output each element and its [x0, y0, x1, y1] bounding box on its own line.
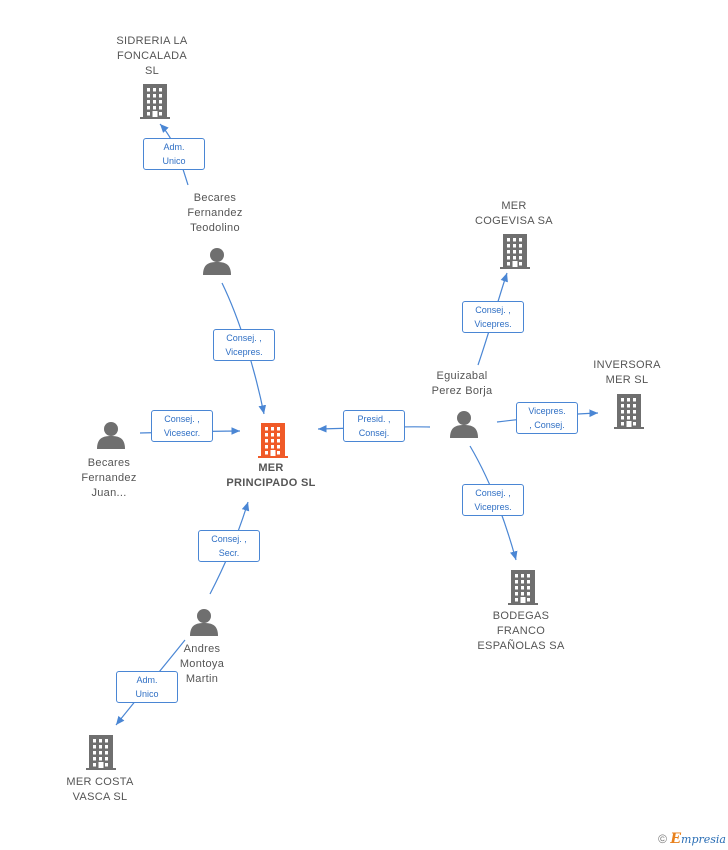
building-icon[interactable] — [508, 570, 538, 605]
footer-brand[interactable]: © Empresia — [658, 831, 726, 847]
edge-label-line: Vicesecr. — [163, 428, 201, 438]
edge-label-line: Consej. , — [475, 305, 511, 315]
node-label-line: SIDRERIA LA — [116, 35, 188, 47]
node-label-line: FRANCO — [496, 625, 546, 637]
building-icon[interactable] — [500, 234, 530, 269]
building-icon[interactable] — [86, 735, 116, 770]
edge-label-line: Consej. , — [211, 534, 247, 544]
edge-label-eguizabal-to-bodegas[interactable]: Consej. , Vicepres. — [462, 484, 524, 516]
node-label-line: Montoya — [179, 658, 225, 670]
node-label-line: PRINCIPADO SL — [226, 477, 316, 489]
edge-label-becares-teodolino-to-mer-principado[interactable]: Consej. , Vicepres. — [213, 329, 275, 361]
copyright-symbol: © — [658, 832, 668, 846]
edge-label-becares-juan-to-mer-principado[interactable]: Consej. , Vicesecr. — [151, 410, 213, 442]
person-icon[interactable] — [190, 609, 218, 636]
node-label-line: Martin — [185, 673, 219, 685]
node-label-line: VASCA SL — [72, 791, 128, 803]
node-label-inversora[interactable]: INVERSORA MER SL — [572, 358, 682, 388]
node-label-line: MER — [258, 462, 284, 474]
edge-label-line: Unico — [162, 156, 186, 166]
edge-label-line: , Consej. — [529, 420, 565, 430]
node-label-line: Fernandez — [81, 472, 137, 484]
edge-label-line: Unico — [135, 689, 159, 699]
edge-label-eguizabal-to-mer-principado[interactable]: Presid. , Consej. — [343, 410, 405, 442]
edge-label-line: Secr. — [218, 548, 240, 558]
node-label-line: MER — [501, 200, 527, 212]
node-label-line: Andres — [183, 643, 221, 655]
edge-label-eguizabal-to-mer-cogevisa[interactable]: Consej. , Vicepres. — [462, 301, 524, 333]
edge-label-line: Consej. , — [164, 414, 200, 424]
node-label-line: Perez Borja — [431, 385, 493, 397]
edge-label-line: Vicepres. — [528, 406, 566, 416]
edge-label-andres-to-mer-principado[interactable]: Consej. , Secr. — [198, 530, 260, 562]
person-icon[interactable] — [203, 248, 231, 275]
node-label-line: BODEGAS — [492, 610, 550, 622]
edge-label-line: Vicepres. — [225, 347, 263, 357]
node-label-line: Teodolino — [190, 222, 240, 234]
node-label-line: Fernandez — [187, 207, 243, 219]
edge-label-line: Adm. — [163, 142, 185, 152]
edge-label-line: Consej. , — [226, 333, 262, 343]
person-icon[interactable] — [450, 411, 478, 438]
node-label-line: INVERSORA — [593, 359, 661, 371]
node-label-line: MER COSTA — [66, 776, 134, 788]
node-label-mer-cogevisa[interactable]: MER COGEVISA SA — [459, 199, 569, 229]
node-label-mer-costa[interactable]: MER COSTA VASCA SL — [45, 775, 155, 805]
edge-label-eguizabal-to-inversora[interactable]: Vicepres. , Consej. — [516, 402, 578, 434]
node-label-line: Becares — [193, 192, 237, 204]
node-label-mer-principado[interactable]: MER PRINCIPADO SL — [216, 461, 326, 491]
edge-label-line: Consej. — [358, 428, 390, 438]
building-icon[interactable] — [614, 394, 644, 429]
node-label-sidreria[interactable]: SIDRERIA LA FONCALADA SL — [97, 34, 207, 79]
building-icon[interactable] — [140, 84, 170, 119]
node-label-line: Becares — [87, 457, 131, 469]
node-label-bodegas[interactable]: BODEGAS FRANCO ESPAÑOLAS SA — [466, 609, 576, 654]
edge-label-becares-teodolino-to-sidreria[interactable]: Adm. Unico — [143, 138, 205, 170]
edge-label-line: Consej. , — [475, 488, 511, 498]
node-label-line: SL — [144, 65, 160, 77]
node-label-line: FONCALADA — [117, 50, 187, 62]
node-label-line: COGEVISA SA — [475, 215, 553, 227]
edge-label-line: Presid. , — [357, 414, 391, 424]
brand-logo: Empresia — [670, 831, 726, 847]
edge-label-line: Vicepres. — [474, 502, 512, 512]
nodes-layer — [86, 84, 644, 770]
center-building-icon[interactable] — [258, 423, 288, 458]
node-label-line: MER SL — [605, 374, 649, 386]
edge-label-line: Vicepres. — [474, 319, 512, 329]
node-label-line: ESPAÑOLAS SA — [477, 640, 565, 652]
edge-label-andres-to-mer-costa[interactable]: Adm. Unico — [116, 671, 178, 703]
edge-label-line: Adm. — [136, 675, 158, 685]
person-icon[interactable] — [97, 422, 125, 449]
node-label-line: Juan... — [91, 487, 127, 499]
node-label-line: Eguizabal — [436, 370, 488, 382]
